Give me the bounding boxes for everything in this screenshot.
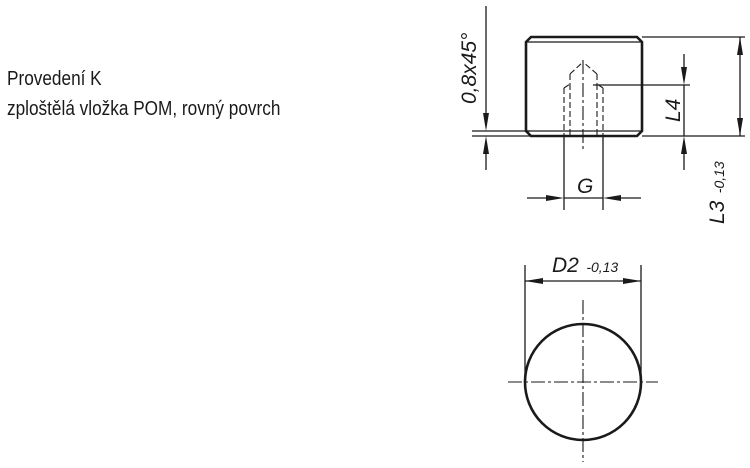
l4-dimension: L4	[593, 54, 700, 170]
caption-title: Provedení K	[7, 68, 102, 90]
part-outline	[524, 35, 644, 138]
chamfer-dimension: 0,8x45°	[458, 6, 530, 170]
caption-description: zploštělá vložka POM, rovný povrch	[7, 98, 281, 120]
caption: Provedení K zploštělá vložka POM, rovný …	[7, 64, 280, 124]
g-dimension: G	[527, 136, 641, 210]
d2-label: D2 -0,13	[552, 254, 618, 277]
side-view	[524, 35, 644, 150]
g-label: G	[577, 175, 593, 198]
l4-label: L4	[662, 99, 685, 122]
top-view	[508, 300, 658, 462]
l3-label: L3 -0,13	[706, 161, 729, 224]
l3-dimension: L3 -0,13	[642, 36, 745, 224]
d2-dimension: D2 -0,13	[524, 254, 642, 382]
hidden-bore	[563, 61, 604, 136]
chamfer-label: 0,8x45°	[458, 33, 481, 104]
